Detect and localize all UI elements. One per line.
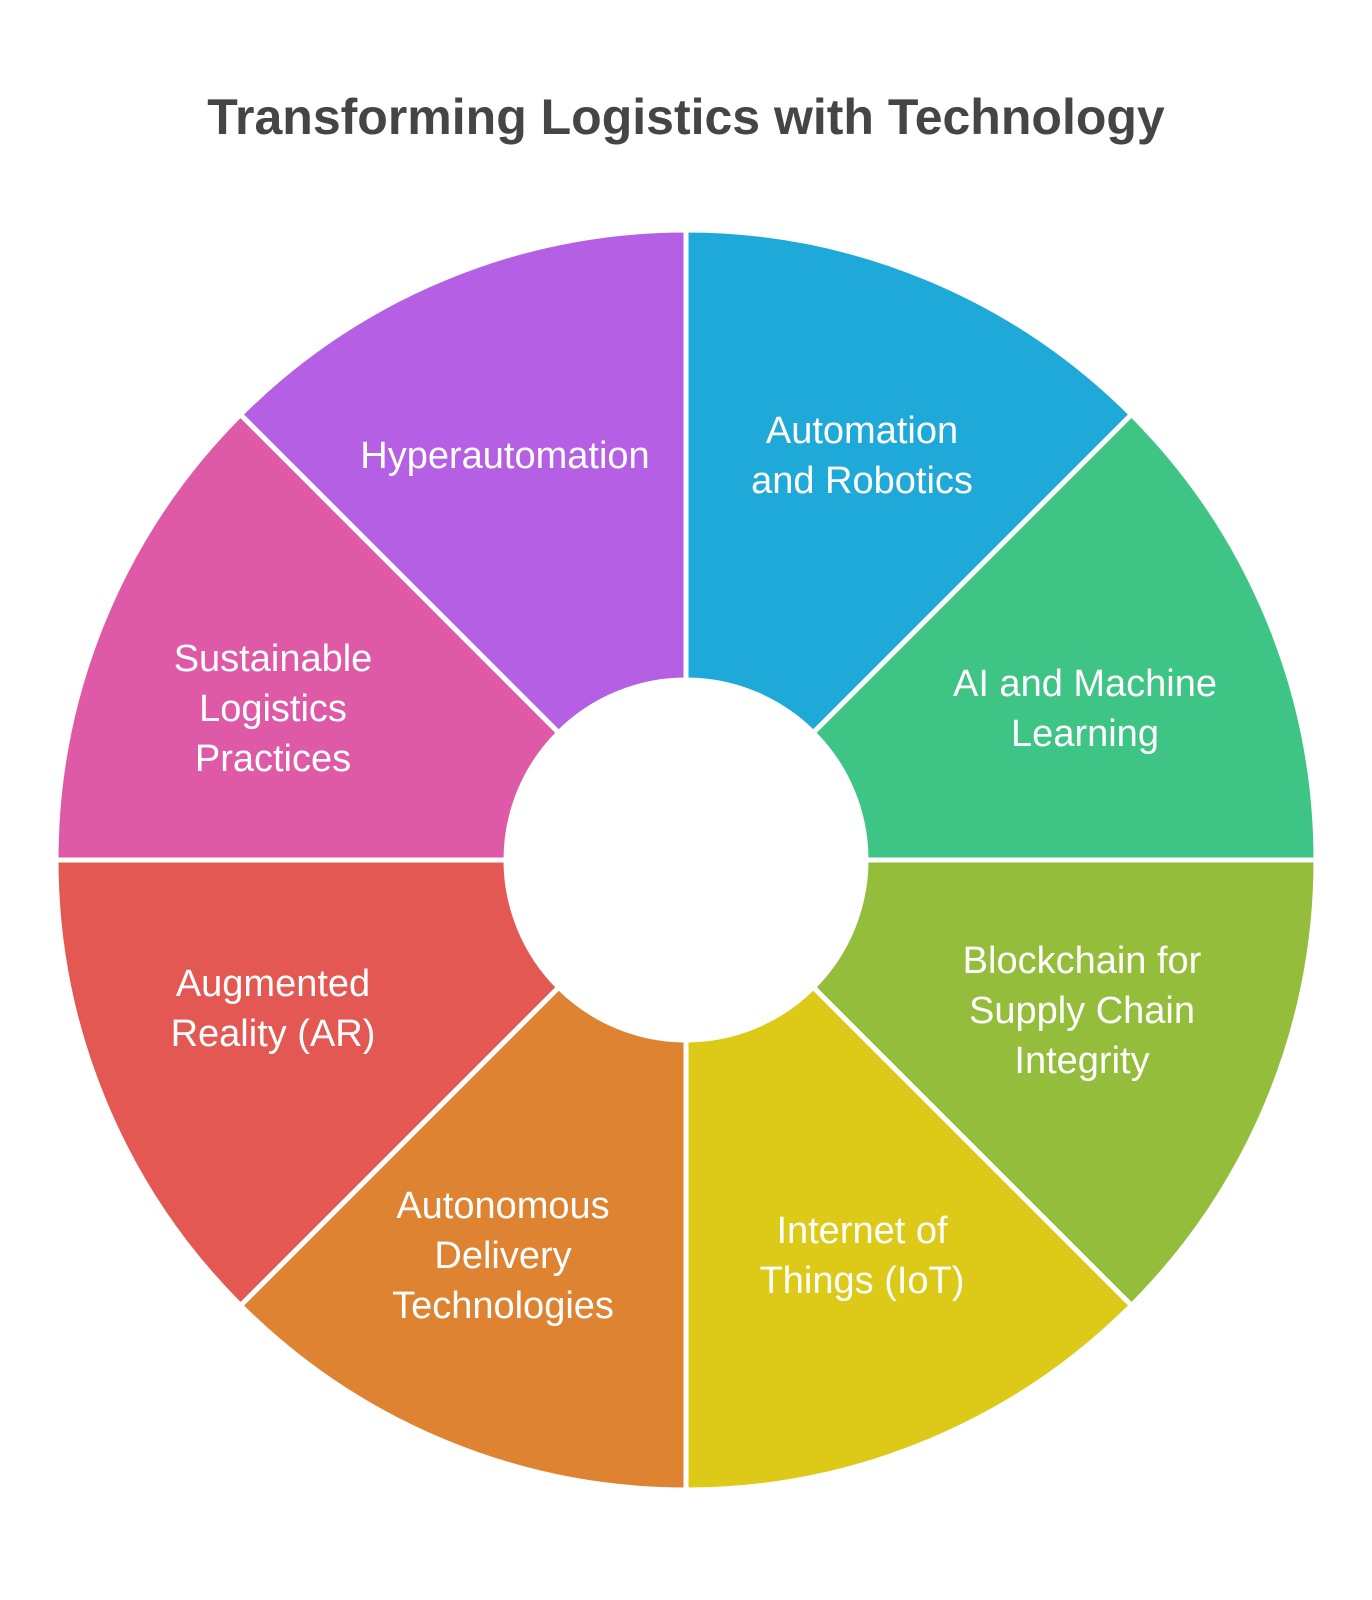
- segment-label-line: Practices: [195, 738, 351, 780]
- segment-label-line: Reality (AR): [171, 1013, 376, 1055]
- segment-label-line: Learning: [1011, 713, 1159, 755]
- segment-label-line: Integrity: [1014, 1040, 1149, 1082]
- segment-label-line: Things (IoT): [760, 1260, 965, 1302]
- segment-label-line: AI and Machine: [953, 663, 1217, 705]
- segment-label-line: Hyperautomation: [360, 435, 649, 477]
- segment-label-automation-and-robotics: Automation and Robotics: [751, 410, 973, 502]
- segment-label-line: Augmented: [176, 963, 370, 1005]
- segment-label-line: Blockchain for: [963, 940, 1202, 982]
- segment-label-internet-of-things: Internet of Things (IoT): [760, 1210, 965, 1302]
- segment-label-line: Technologies: [392, 1285, 614, 1327]
- segment-label-line: Autonomous: [396, 1185, 609, 1227]
- segment-label-line: Internet of: [776, 1210, 948, 1252]
- segment-label-hyperautomation: Hyperautomation: [360, 435, 649, 477]
- segment-label-line: Automation: [766, 410, 958, 452]
- segment-label-line: Supply Chain: [969, 990, 1195, 1032]
- segment-label-line: Sustainable: [174, 638, 373, 680]
- wheel-center: [506, 680, 866, 1040]
- segment-label-line: Logistics: [199, 688, 347, 730]
- segment-label-line: Delivery: [434, 1235, 571, 1277]
- diagram-title: Transforming Logistics with Technology: [207, 89, 1165, 145]
- segment-label-line: and Robotics: [751, 460, 973, 502]
